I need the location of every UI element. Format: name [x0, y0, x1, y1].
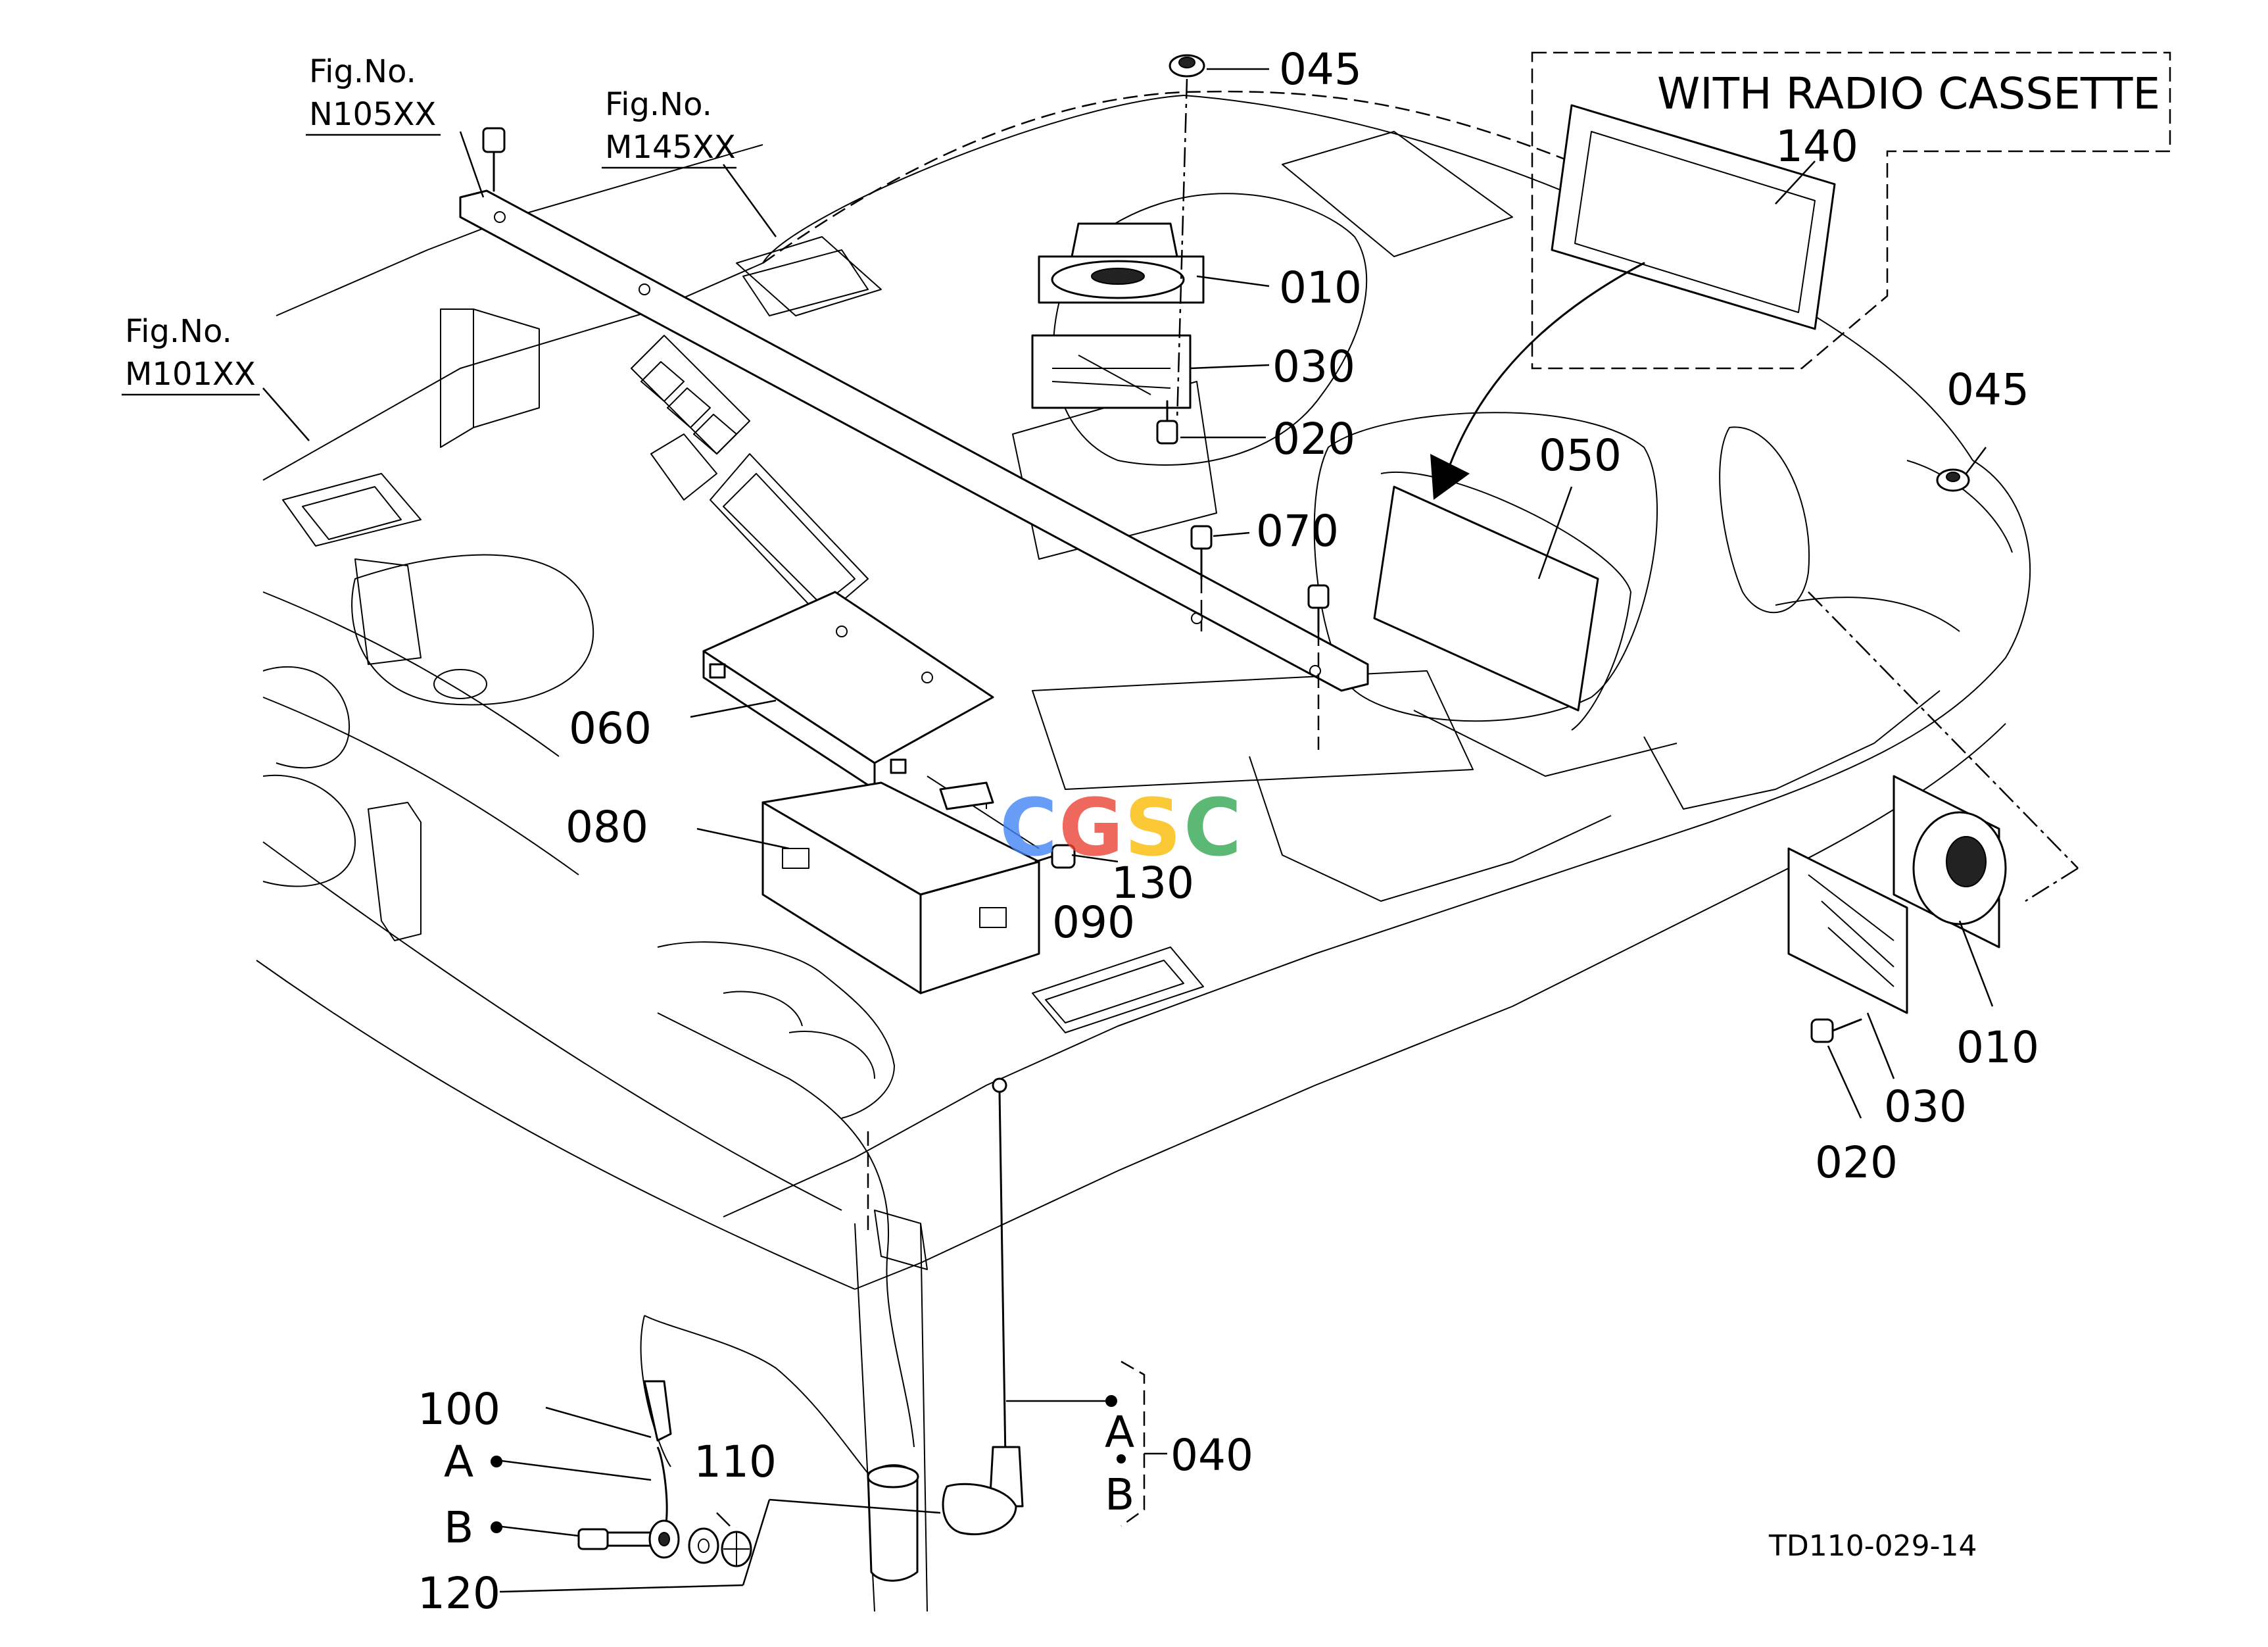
nut-045-right-icon — [1936, 468, 1970, 492]
top-bolt-n105 — [482, 127, 506, 192]
callout-120: 120 — [418, 1568, 500, 1619]
svg-text:Fig.No.: Fig.No. — [605, 86, 712, 123]
install-arrow-icon — [1430, 262, 1645, 500]
svg-text:M145XX: M145XX — [605, 129, 736, 166]
svg-text:G: G — [1059, 783, 1124, 874]
option-box: WITH RADIO CASSETTE — [1531, 51, 2171, 370]
grille-030-top-icon — [1031, 334, 1192, 409]
washer-120-icon — [721, 1531, 752, 1567]
panel-050-icon — [1373, 472, 1631, 731]
callout-080: 080 — [566, 802, 648, 852]
screw-020-top-icon — [1156, 400, 1178, 445]
marker-a-dot-icon — [491, 1456, 502, 1467]
callout-070: 070 — [1256, 506, 1339, 556]
marker-b-dot-icon — [491, 1521, 502, 1533]
callout-030-right: 030 — [1884, 1081, 1967, 1132]
fig-ref-n105xx: Fig.No. N105XX — [306, 53, 441, 136]
callout-140: 140 — [1775, 121, 1858, 172]
svg-text:C: C — [1000, 783, 1057, 874]
nut-100-icon — [648, 1519, 680, 1559]
marker-a: A — [444, 1437, 473, 1487]
drawing-code: TD110-029-14 — [1768, 1529, 1977, 1563]
svg-text:Fig.No.: Fig.No. — [125, 313, 232, 350]
svg-text:M101XX: M101XX — [125, 356, 256, 393]
bracket-ab-dot-icon — [1117, 1454, 1126, 1463]
callout-020-top: 020 — [1272, 414, 1355, 464]
callout-100: 100 — [418, 1384, 500, 1435]
bracket-040 — [1121, 1360, 1146, 1527]
mounting-bar — [459, 189, 1369, 692]
bracket-marker-b: B — [1105, 1469, 1134, 1520]
fig-ref-m101xx: Fig.No. M101XX — [122, 313, 260, 396]
radio-box-080-icon — [761, 775, 1040, 995]
bolt-b-icon — [577, 1528, 655, 1550]
callout-045-right: 045 — [1946, 364, 2029, 415]
svg-text:Fig.No.: Fig.No. — [309, 53, 416, 90]
bracket-marker-a: A — [1105, 1407, 1134, 1458]
callout-110: 110 — [694, 1437, 777, 1487]
option-box-title: WITH RADIO CASSETTE — [1657, 68, 2160, 119]
callout-090: 090 — [1052, 897, 1135, 948]
callout-130: 130 — [1111, 858, 1194, 908]
svg-text:S: S — [1124, 783, 1181, 874]
callout-060: 060 — [569, 703, 652, 754]
pillar — [854, 1210, 928, 1612]
antenna-cable — [640, 1012, 915, 1533]
svg-text:C: C — [1184, 783, 1242, 874]
marker-b: B — [444, 1502, 473, 1553]
callout-020-right: 020 — [1815, 1137, 1898, 1188]
fig-ref-m145xx: Fig.No. M145XX — [602, 86, 736, 169]
grille-030-right-icon — [1787, 847, 1908, 1014]
washer-110-icon — [688, 1527, 719, 1564]
antenna-040-icon — [942, 1077, 1024, 1536]
leader-lines — [262, 68, 1994, 1593]
screw-020-right-icon — [1810, 1018, 1862, 1043]
callout-050: 050 — [1539, 430, 1622, 481]
callout-010-top: 010 — [1279, 262, 1362, 313]
screw-090-icon — [1034, 844, 1076, 869]
radio-cassette-140-icon — [1551, 104, 1836, 330]
bolt-070b-icon — [1307, 584, 1330, 750]
svg-text:N105XX: N105XX — [309, 96, 436, 133]
bracket-a-dot-icon — [1105, 1395, 1117, 1407]
nut-045-top-icon — [1169, 54, 1205, 78]
speaker-010-top-icon — [1038, 193, 1368, 466]
watermark-logo: C G S C — [1000, 783, 1242, 874]
callout-045-top: 045 — [1279, 44, 1362, 95]
callout-010-right: 010 — [1956, 1022, 2039, 1073]
speaker-010-right-icon — [1893, 775, 2007, 948]
bracket-plate — [939, 781, 994, 810]
callout-030-top: 030 — [1272, 341, 1355, 392]
callout-040: 040 — [1170, 1430, 1253, 1481]
radio-cover-060-icon — [702, 591, 994, 791]
bolt-070-icon — [1190, 525, 1213, 631]
